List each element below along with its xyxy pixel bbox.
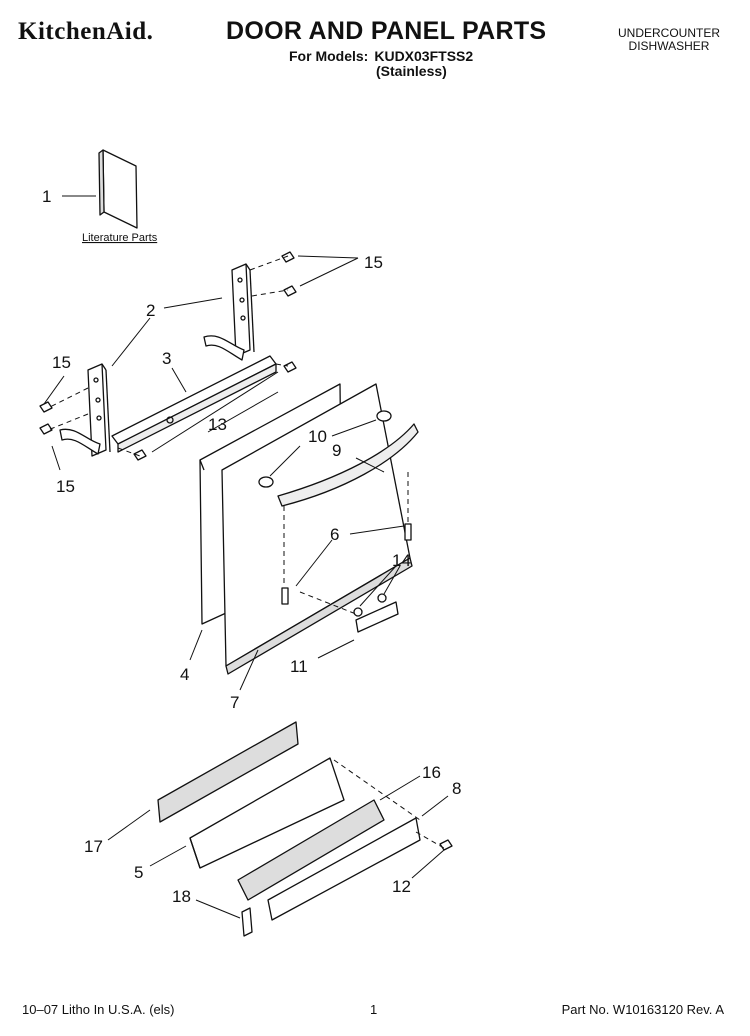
callout-numbers: 1 2 3 4 5 6 7 8 9 10 11 12 13 14 15 15 1… <box>42 187 461 906</box>
alignment-lines <box>47 255 445 849</box>
models-label: For Models: <box>289 48 369 64</box>
brand-logo: KitchenAid. <box>18 18 154 45</box>
door-handle <box>277 423 419 507</box>
print-info: 10–07 Litho In U.S.A. (els) <box>22 1002 175 1017</box>
support-rail <box>111 355 277 453</box>
callout-13: 13 <box>208 415 227 434</box>
lower-panel <box>189 757 345 869</box>
callout-2: 2 <box>146 301 155 320</box>
control-plate <box>355 601 399 633</box>
callout-12: 12 <box>392 877 411 896</box>
callout-16: 16 <box>422 763 441 782</box>
callout-17: 17 <box>84 837 103 856</box>
part-number: Part No. W10163120 Rev. A <box>561 1002 724 1017</box>
insulation-bottom <box>237 799 385 901</box>
kick-plate <box>267 817 421 921</box>
callout-15a: 15 <box>364 253 383 272</box>
page-number: 1 <box>370 1002 378 1017</box>
insulation-top <box>157 721 299 823</box>
screws <box>39 251 453 851</box>
models-line: For Models: KUDX03FTSS2 <box>289 48 473 64</box>
handle-spacers <box>258 410 392 488</box>
model-number: KUDX03FTSS2 <box>374 48 474 64</box>
appliance-type-line1: UNDERCOUNTER <box>618 26 720 40</box>
leader-lines <box>43 195 449 919</box>
callout-18: 18 <box>172 887 191 906</box>
callout-6: 6 <box>330 525 339 544</box>
studs <box>281 523 412 605</box>
callout-15c: 15 <box>56 477 75 496</box>
callout-9: 9 <box>332 441 341 460</box>
mounting-clip <box>241 907 253 937</box>
callout-15b: 15 <box>52 353 71 372</box>
callout-8: 8 <box>452 779 461 798</box>
literature-parts-label: Literature Parts <box>82 232 158 244</box>
callout-4: 4 <box>180 665 189 684</box>
nuts <box>353 593 387 617</box>
hinge-bracket-left <box>59 363 111 457</box>
outer-door-panel <box>221 383 413 675</box>
callout-1: 1 <box>42 187 51 206</box>
callout-3: 3 <box>162 349 171 368</box>
page-header: KitchenAid. DOOR AND PANEL PARTS For Mod… <box>0 0 750 90</box>
page-title: DOOR AND PANEL PARTS <box>226 17 547 45</box>
callout-11: 11 <box>290 657 308 676</box>
appliance-type-line2: DISHWASHER <box>628 39 710 53</box>
callout-14: 14 <box>392 551 411 570</box>
callout-10: 10 <box>308 427 327 446</box>
hinge-bracket-right <box>203 263 255 361</box>
appliance-type: UNDERCOUNTER DISHWASHER <box>604 27 734 53</box>
literature-booklet <box>98 149 138 229</box>
callout-7: 7 <box>230 693 239 712</box>
callout-5: 5 <box>134 863 143 882</box>
model-variant: (Stainless) <box>376 63 447 79</box>
